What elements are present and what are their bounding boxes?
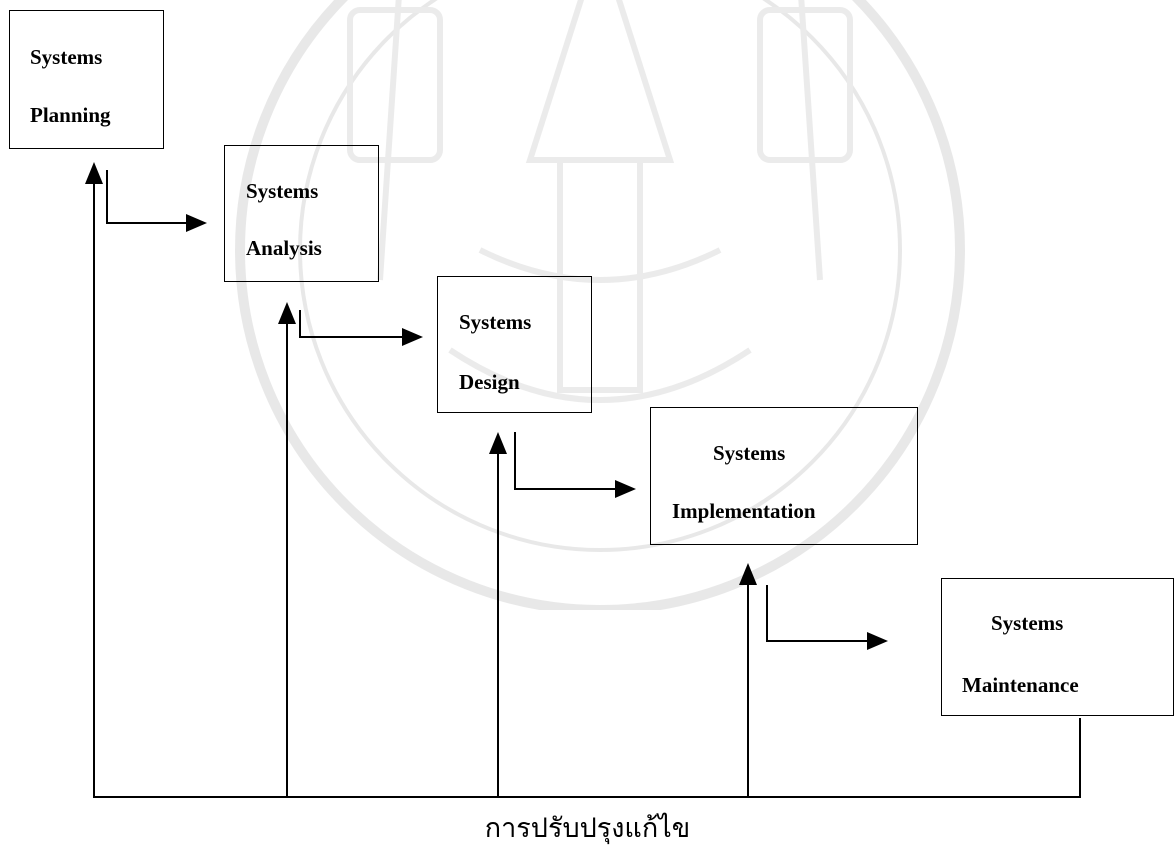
stage-box-planning: Systems Planning [9,10,164,149]
stage-box-implementation: Systems Implementation [650,407,918,545]
stage-title-analysis-line2: Analysis [246,236,322,260]
arrowhead-up-planning [85,162,103,184]
stage-title-analysis-line1: Systems [246,179,319,203]
stage-title-implementation-line2: Implementation [672,499,816,523]
stage-title-design-line2: Design [459,370,520,394]
stage-title-maintenance-line1: Systems [991,611,1064,635]
arrowhead-up-design [489,432,507,454]
stage-box-analysis: Systems Analysis [224,145,379,282]
stage-title-planning-line2: Planning [30,103,111,127]
arrowhead-up-analysis [278,302,296,324]
stage-title-design-line1: Systems [459,310,532,334]
stage-title-maintenance-line2: Maintenance [962,673,1079,697]
flow-arrow-analysis-to-design [299,310,410,338]
arrowhead-right-design [402,328,423,346]
arrowhead-up-implementation [739,563,757,585]
flow-arrow-implementation-to-maintenance [766,585,872,642]
arrowhead-right-implementation [615,480,636,498]
university-seal-watermark [235,0,965,610]
feedback-loop-line [93,180,1081,798]
feedback-caption: การปรับปรุงแก้ไข [484,813,691,844]
stage-box-maintenance: Systems Maintenance [941,578,1174,716]
flow-arrow-planning-to-analysis [106,170,190,224]
stage-title-implementation-line1: Systems [713,441,786,465]
flow-arrow-design-to-implementation [514,432,620,490]
stage-box-design: Systems Design [437,276,592,413]
arrowhead-right-maintenance [867,632,888,650]
stage-title-planning-line1: Systems [30,45,103,69]
arrowhead-right-analysis [186,214,207,232]
